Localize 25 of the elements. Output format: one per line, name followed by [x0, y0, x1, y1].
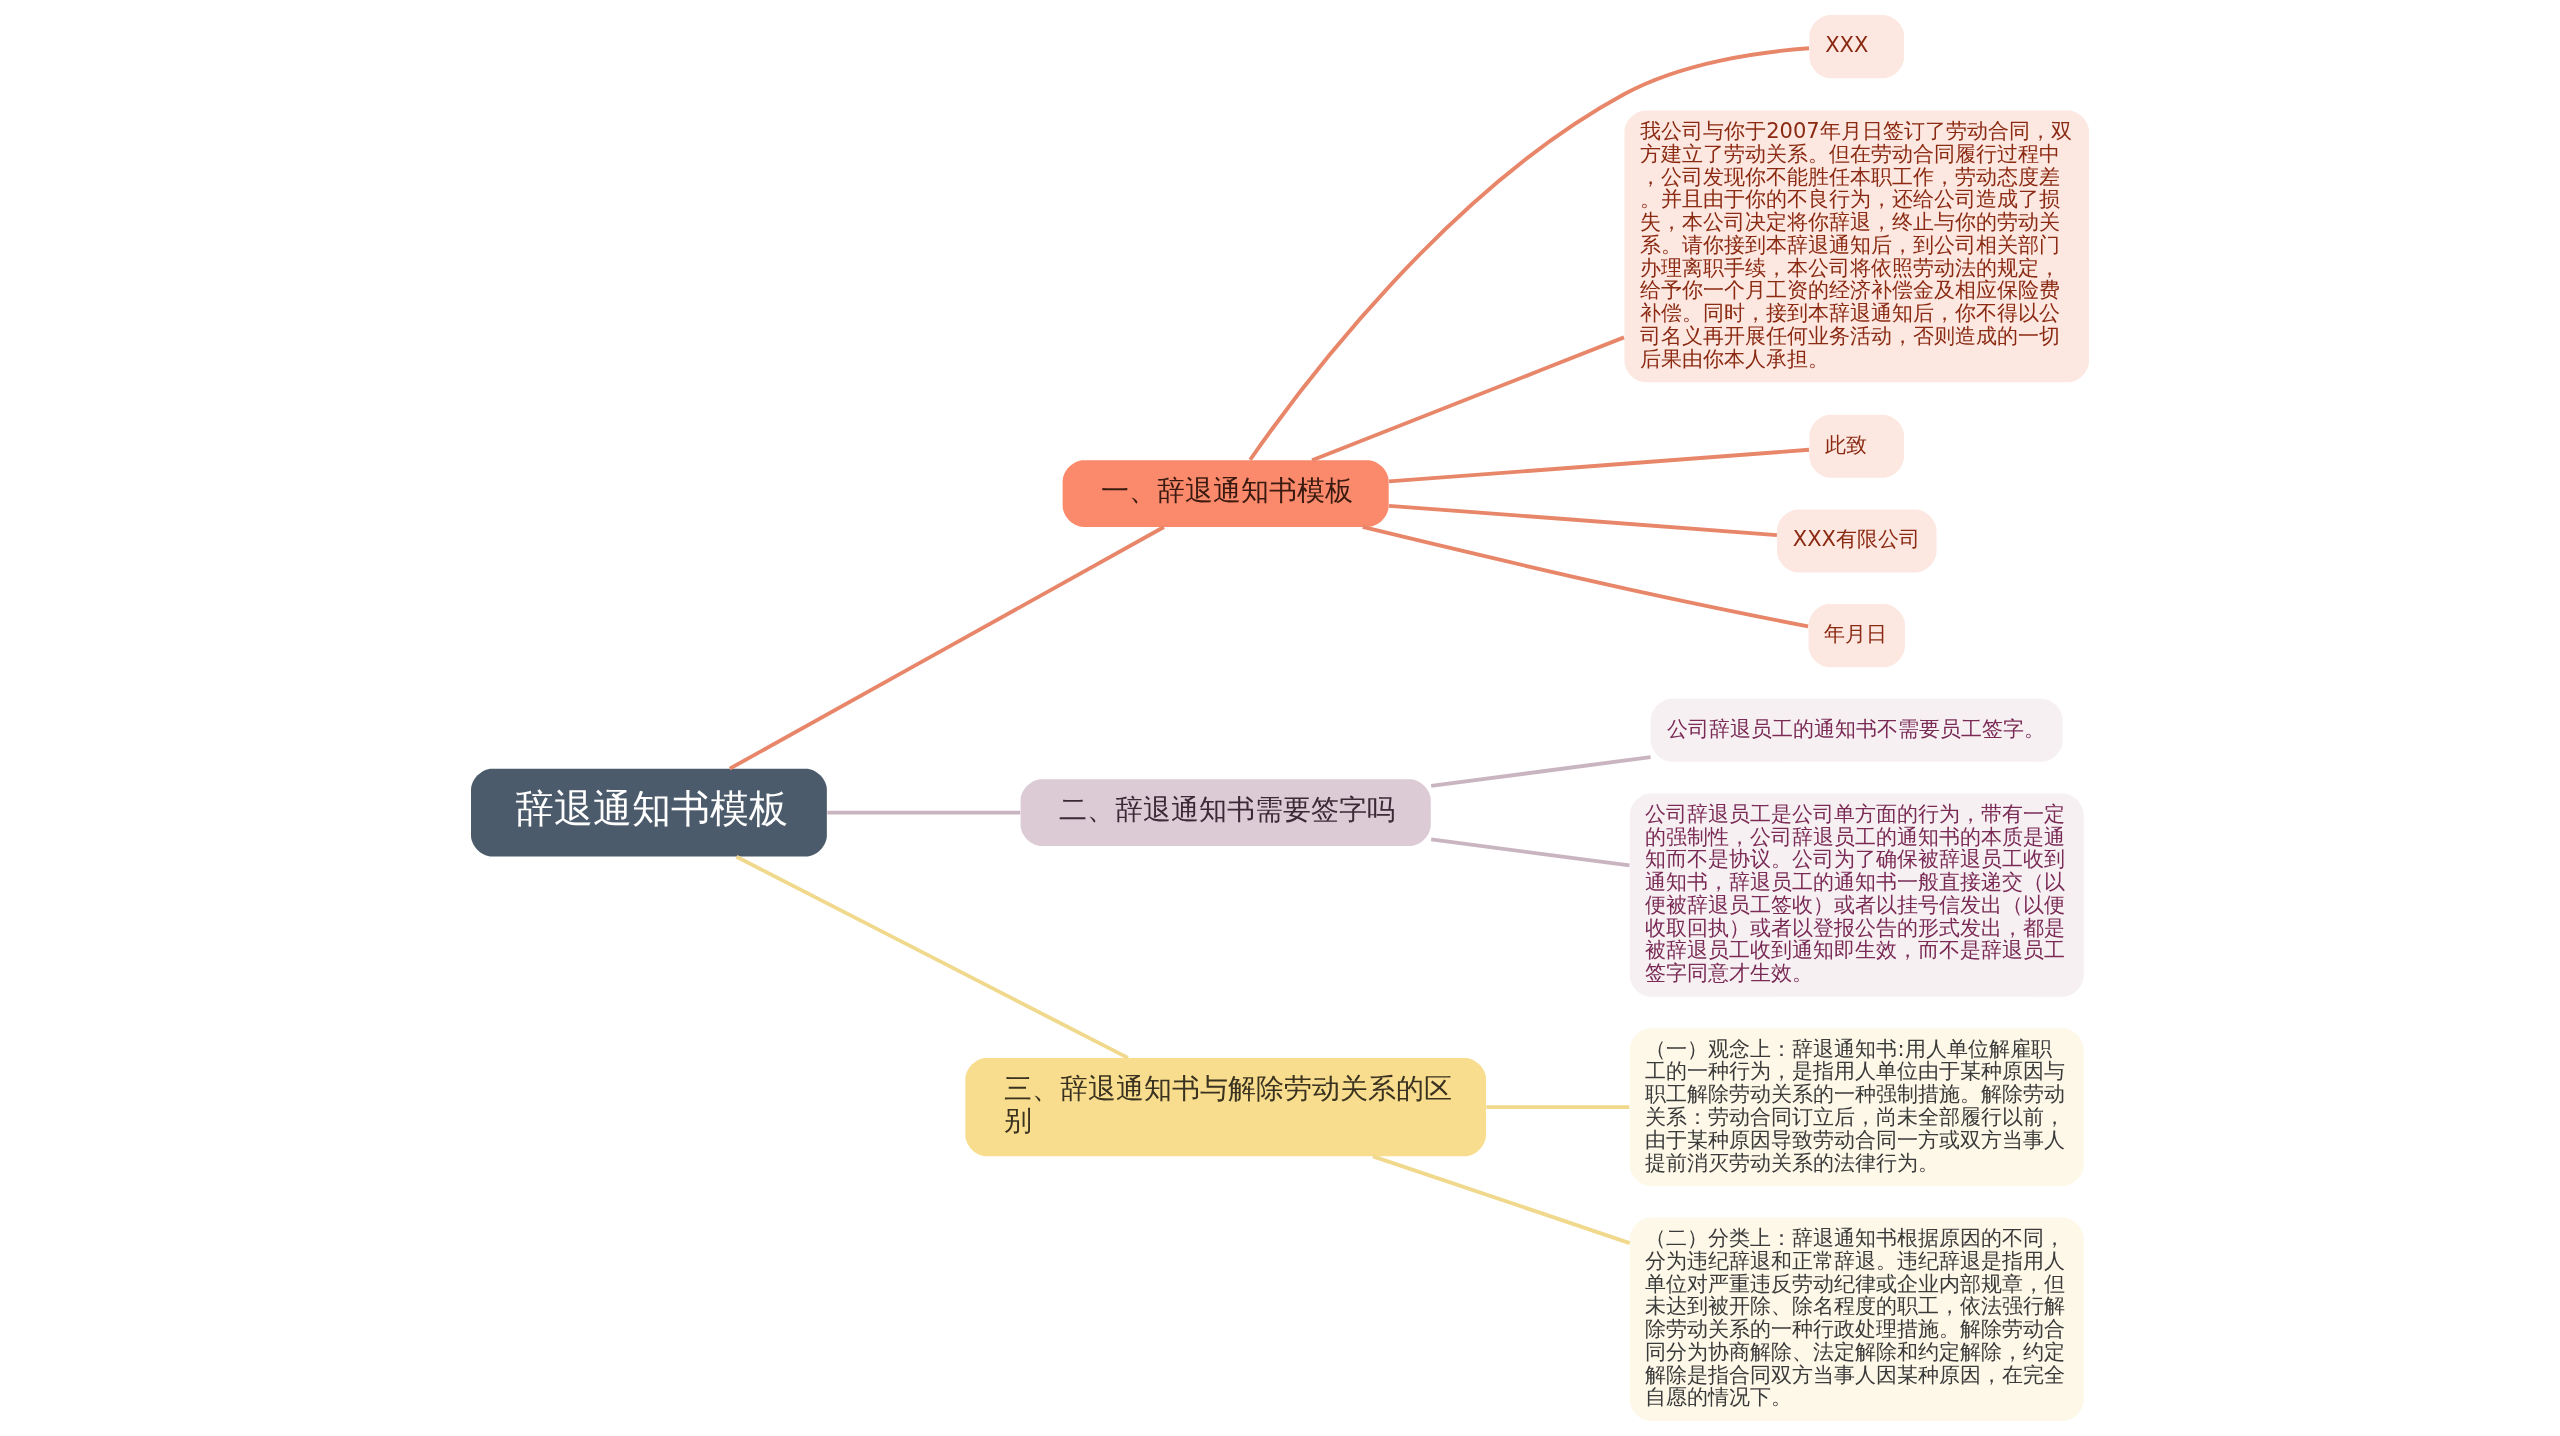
- connector: [1248, 46, 1810, 461]
- connector: [1430, 755, 1651, 788]
- connector: [1486, 1105, 1630, 1110]
- node-box: 三、辞退通知书与解除劳动关系的区别: [965, 1058, 1486, 1157]
- node-box: 公司辞退员工的通知书不需要员工签字。: [1650, 698, 2063, 762]
- connector: [1388, 447, 1810, 484]
- node-box: XXX有限公司: [1776, 509, 1937, 573]
- node-box: 二、辞退通知书需要签字吗: [1020, 779, 1431, 846]
- connector: [827, 810, 1021, 815]
- connector: [1372, 1154, 1631, 1245]
- node-box: （一）观念上：辞退通知书:用人单位解雇职工的一种行为，是指用人单位由于某种原因与职工解除劳动关系的一种强制措施。解除劳动关系：劳动合同订立后，尚未全部履行以前，由于某种原因导致劳动合同一方或双方当事人提前消灭劳动关系的法律行为。: [1629, 1028, 2084, 1187]
- node-box: 公司辞退员工是公司单方面的行为，带有一定的强制性，公司辞退员工的通知书的本质是通知而不是协议。公司为了确保被辞退员工收到通知书，辞退员工的通知书一般直接递交（以便被辞退员工签收）或者以挂号信发出（以便收取回执）或者以登报公告的形式发出，都是被辞退员工收到通知即生效，而不是辞退员工签字同意才生效。: [1629, 793, 2084, 997]
- node-box: 一、辞退通知书模板: [1062, 460, 1389, 527]
- node-box: 此致: [1809, 414, 1905, 478]
- connector: [1311, 335, 1625, 463]
- connector: [735, 855, 1129, 1060]
- node-box: 我公司与你于2007年月日签订了劳动合同，双方建立了劳动关系。但在劳动合同履行过程中，公司发现你不能胜任本职工作，劳动态度差。并且由于你的不良行为，还给公司造成了损失，本公司决定将你辞退，终止与你的劳动关系。请你接到本辞退通知后，到公司相关部门办理离职手续，本公司将依照劳动法的规定，给予你一个月工资的经济补偿金及相应保险费补偿。同时，接到本辞退通知后，你不得以公司名义再开展任何业务活动，否则造成的一切后果由你本人承担。: [1624, 110, 2089, 383]
- connector: [1388, 503, 1778, 537]
- node-box: 辞退通知书模板: [471, 768, 827, 857]
- node-box: （二）分类上：辞退通知书根据原因的不同，分为违纪辞退和正常辞退。违纪辞退是指用人单位对严重违反劳动纪律或企业内部规章，但未达到被开除、除名程度的职工，依法强行解除劳动关系的一种行政处理措施。解除劳动合同分为协商解除、法定解除和约定解除，约定解除是指合同双方当事人因某种原因，在完全自愿的情况下。: [1629, 1217, 2084, 1421]
- connector: [1362, 525, 1809, 629]
- connector: [1430, 837, 1630, 868]
- connector: [728, 525, 1165, 771]
- node-box: 年月日: [1808, 604, 1905, 668]
- node-box: XXX: [1809, 15, 1905, 79]
